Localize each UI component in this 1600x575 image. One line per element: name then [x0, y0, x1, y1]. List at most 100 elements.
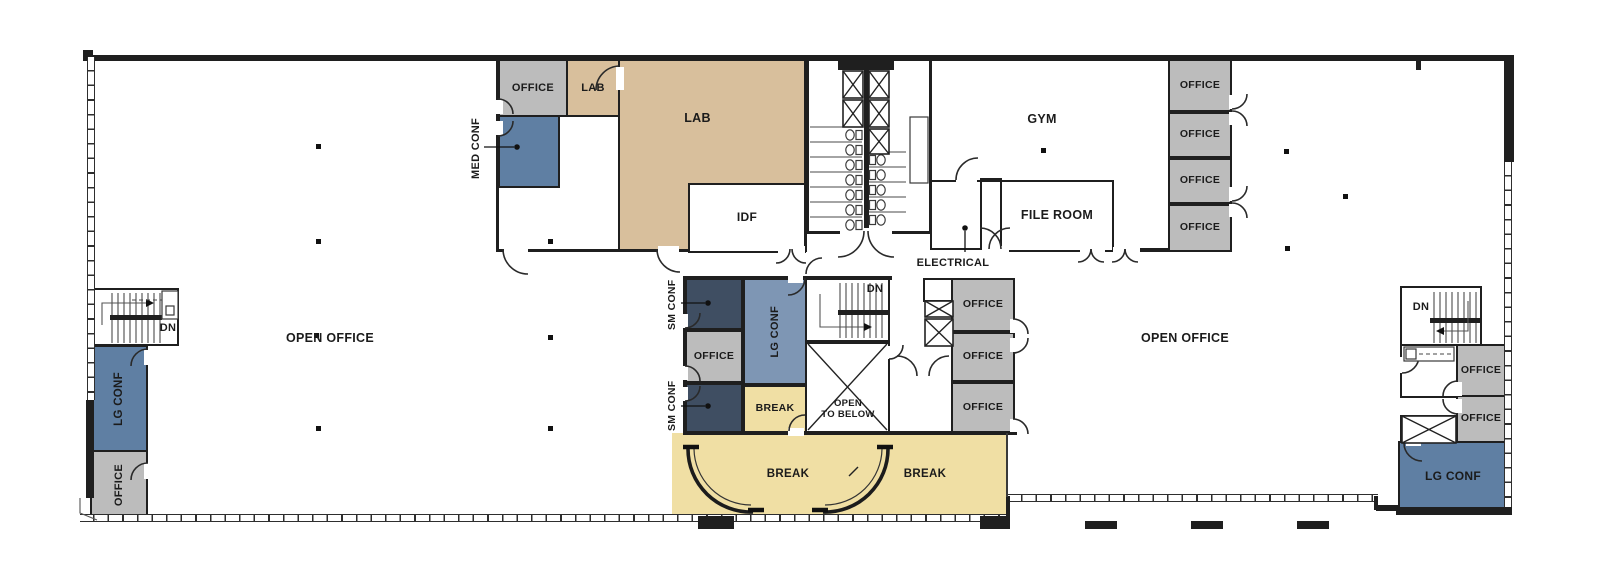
exterior-wall-top	[86, 55, 1514, 61]
room-label-lab-large: LAB	[684, 111, 711, 126]
room-label-electrical: ELECTRICAL	[916, 257, 990, 270]
curtain-wall-left	[87, 57, 95, 400]
room-label-break-2: BREAK	[903, 467, 947, 480]
wall-bottom-right-link	[1376, 505, 1400, 511]
room-label: LG CONF	[768, 305, 781, 358]
room-office-lab-block: OFFICE	[498, 59, 568, 117]
room-label: OFFICE	[693, 349, 735, 362]
curtain-wall-bottom-right	[1008, 494, 1378, 502]
room-label: OFFICE	[112, 463, 125, 507]
door-gap	[681, 314, 688, 328]
corridor-wall-segment	[1140, 248, 1170, 252]
room-sm-conf-1	[685, 278, 743, 330]
room-office-left: OFFICE	[90, 450, 148, 520]
room-office-right-1: OFFICE	[1456, 344, 1506, 397]
door-gap	[681, 366, 688, 380]
center-block-wall-top	[683, 276, 892, 280]
door-gap	[886, 346, 893, 359]
room-file-room: FILE ROOM	[1000, 180, 1114, 252]
room-label: LG CONF	[1424, 469, 1482, 484]
room-label: LAB	[581, 81, 605, 94]
room-office-center: OFFICE	[685, 330, 743, 383]
room-office-right-2: OFFICE	[1456, 395, 1506, 443]
room-office-stack-2: OFFICE	[1168, 112, 1232, 158]
open-to-below-line2: TO BELOW	[821, 409, 875, 420]
exterior-wall-left-lower	[86, 400, 94, 498]
down-label-left: DN	[159, 321, 177, 334]
door-gap	[144, 463, 151, 479]
door-gap	[788, 428, 804, 436]
room-office-cr-2: OFFICE	[951, 332, 1015, 382]
open-office-label-left: OPEN OFFICE	[285, 330, 375, 345]
door-gap	[616, 67, 624, 90]
core-top-bar-2	[867, 57, 894, 70]
room-med-conf	[498, 115, 560, 188]
door-gap	[1455, 399, 1462, 413]
room-label-sm-conf-1: SM CONF	[665, 279, 678, 331]
room-office-stack-1: OFFICE	[1168, 59, 1232, 112]
room-label-gym: GYM	[1027, 111, 1057, 126]
room-label: LG CONF	[112, 371, 125, 426]
wall-jog-right	[1374, 496, 1378, 510]
room-label-med-conf: MED CONF	[470, 117, 483, 179]
door-gap	[1010, 338, 1017, 352]
down-label-center: DN	[866, 282, 884, 295]
column-dash-3	[1297, 521, 1329, 529]
room-label: OFFICE	[1179, 128, 1221, 141]
stair-left	[93, 288, 179, 346]
door-gap	[504, 246, 528, 255]
door-gap	[778, 246, 805, 255]
room-lg-conf-center: LG CONF	[743, 278, 807, 385]
door-gap	[1229, 95, 1236, 109]
column-block-b	[980, 516, 1010, 529]
break-right-edge	[1006, 433, 1008, 497]
door-gap	[788, 276, 803, 283]
lg-conf-right-bottom-wall	[1396, 507, 1512, 515]
room-break-small: BREAK	[743, 385, 807, 433]
room-label: OFFICE	[962, 400, 1004, 413]
wall-jog-bottom	[1006, 496, 1010, 520]
shaft-closet	[923, 278, 953, 302]
curtain-wall-bottom-left	[80, 514, 1008, 522]
column-dash-1	[1085, 521, 1117, 529]
room-lg-conf-left: LG CONF	[90, 345, 148, 452]
room-label-break-1: BREAK	[766, 467, 810, 480]
room-label: OFFICE	[1460, 412, 1502, 425]
room-label: OFFICE	[1460, 363, 1502, 376]
door-gap	[1229, 204, 1236, 217]
room-label: OFFICE	[511, 81, 555, 94]
room-label: OFFICE	[962, 350, 1004, 363]
open-office-label-right: OPEN OFFICE	[1140, 330, 1230, 345]
room-office-stack-3: OFFICE	[1168, 158, 1232, 204]
core-center-wall	[864, 59, 869, 234]
door-gap	[1113, 247, 1139, 255]
room-sm-conf-2	[685, 383, 743, 433]
room-lg-conf-right: LG CONF	[1398, 441, 1508, 513]
room-label-sm-conf-2: SM CONF	[665, 380, 678, 432]
room-utility-right	[1400, 344, 1458, 398]
curtain-wall-right	[1504, 162, 1512, 512]
door-gap	[1229, 187, 1236, 201]
column-block-a	[698, 516, 734, 529]
door-gap	[658, 246, 679, 255]
door-gap	[1010, 419, 1017, 432]
open-to-below-label: OPEN TO BELOW	[812, 396, 884, 424]
room-label: OFFICE	[962, 298, 1004, 311]
room-label: OFFICE	[1179, 174, 1221, 187]
stair-right	[1400, 286, 1482, 346]
door-gap	[495, 121, 503, 135]
column-dash-2	[1191, 521, 1223, 529]
exterior-wall-corner-tl	[83, 50, 93, 61]
room-office-cr-1: OFFICE	[951, 278, 1015, 332]
door-gap	[1455, 382, 1462, 396]
room-lab-small: LAB	[566, 59, 620, 117]
room-label: OFFICE	[1179, 78, 1221, 91]
door-gap	[956, 177, 977, 184]
room-label: FILE ROOM	[1020, 208, 1094, 223]
door-gap	[1080, 247, 1105, 255]
room-electrical	[930, 180, 982, 250]
restroom-core-shell	[806, 57, 932, 234]
center-block-wall-left	[683, 276, 687, 435]
exterior-wall-right-top	[1504, 55, 1514, 162]
room-label: BREAK	[755, 402, 795, 415]
